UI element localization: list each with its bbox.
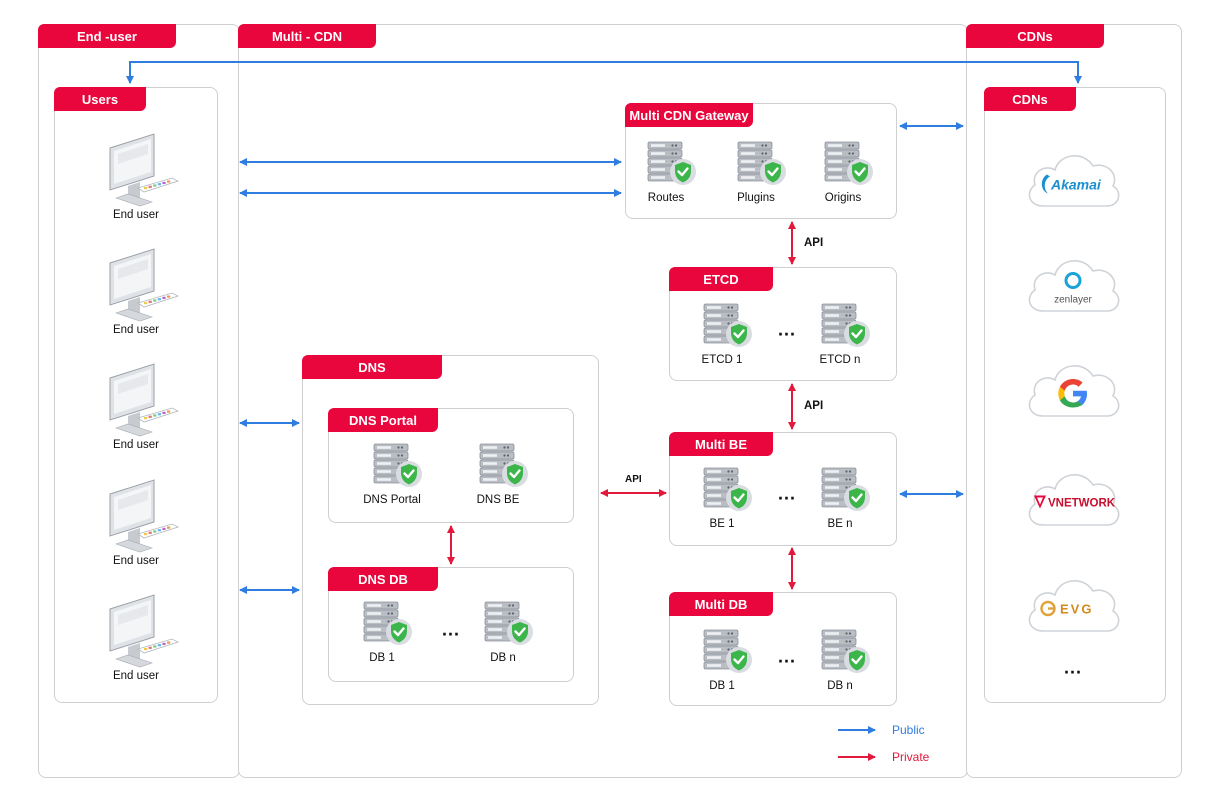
be-n-server-icon <box>820 466 874 521</box>
dns-be-label: DNS BE <box>476 494 520 506</box>
end-user-label: End user <box>112 324 160 336</box>
google-logo-text: G <box>1073 412 1074 414</box>
dns-db-n-label: DB n <box>490 652 516 664</box>
cdn-cloud-evg: EVG <box>1023 565 1123 641</box>
origins-label: Origins <box>824 192 862 204</box>
cdn-logo-vnetwork: VNETWORK <box>1031 490 1116 521</box>
etcd-ellipsis: ... <box>777 319 797 340</box>
end-user-section-tab: End -user <box>38 24 176 48</box>
dns-db-panel-tab: DNS DB <box>328 567 438 591</box>
etcd-panel-tab: ETCD <box>669 267 773 291</box>
users-panel-tab: Users <box>54 87 146 111</box>
be-1-label: BE 1 <box>709 518 735 530</box>
dns-db-1-label: DB 1 <box>369 652 395 664</box>
dns-db-ellipsis: ... <box>441 619 461 640</box>
akamai-logo-text: Akamai <box>1050 177 1102 193</box>
legend-public-label: Public <box>892 723 925 737</box>
cdn-cloud-g: G <box>1023 350 1123 426</box>
cdn-cloud-akamai: Akamai <box>1023 140 1123 216</box>
api-label-etcd-be: API <box>804 400 824 412</box>
multi-db-ellipsis: ... <box>777 646 797 667</box>
multi-be-panel-tab: Multi BE <box>669 432 773 456</box>
multi-db-1-label: DB 1 <box>709 680 735 692</box>
end-user-label: End user <box>112 209 160 221</box>
cdns-section-tab: CDNs <box>966 24 1104 48</box>
multi-db-panel-tab: Multi DB <box>669 592 773 616</box>
multi-db-n-label: DB n <box>827 680 853 692</box>
end-user-label: End user <box>112 555 160 567</box>
gateway-panel-tab: Multi CDN Gateway <box>625 103 753 127</box>
be-ellipsis: ... <box>777 483 797 504</box>
routes-server-icon <box>646 140 700 195</box>
origins-server-icon <box>823 140 877 195</box>
vnetwork-logo-text: VNETWORK <box>1048 498 1115 510</box>
end-user-computer-icon <box>94 478 180 561</box>
end-user-computer-icon <box>94 247 180 330</box>
cdn-more-ellipsis: ... <box>1063 657 1083 678</box>
zenlayer-logo-text: zenlayer <box>1054 295 1092 306</box>
multi-db-n-server-icon <box>820 628 874 683</box>
api-label-gateway-etcd: API <box>804 237 824 249</box>
plugins-label: Plugins <box>737 192 775 204</box>
dns-be-server-icon <box>478 442 532 497</box>
dns-db-n-server-icon <box>483 600 537 655</box>
dns-portal-panel-tab: DNS Portal <box>328 408 438 432</box>
multi-db-1-server-icon <box>702 628 756 683</box>
end-user-label: End user <box>112 439 160 451</box>
plugins-server-icon <box>736 140 790 195</box>
api-label-dns-be: API <box>625 474 642 485</box>
cdn-logo-g: G <box>1053 374 1093 419</box>
be-1-server-icon <box>702 466 756 521</box>
end-user-label: End user <box>112 670 160 682</box>
etcd-1-server-icon <box>702 302 756 357</box>
etcd-n-server-icon <box>820 302 874 357</box>
end-user-computer-icon <box>94 132 180 215</box>
be-n-label: BE n <box>827 518 853 530</box>
end-user-computer-icon <box>94 593 180 676</box>
dns-panel-tab: DNS <box>302 355 442 379</box>
evg-logo-text: EVG <box>1060 602 1093 617</box>
cdn-logo-evg: EVG <box>1038 596 1108 627</box>
cdns-panel-tab: CDNs <box>984 87 1076 111</box>
etcd-n-label: ETCD n <box>819 354 861 366</box>
cdn-logo-zenlayer: zenlayer <box>1038 269 1108 314</box>
routes-label: Routes <box>647 192 685 204</box>
multi-cdn-section-tab: Multi - CDN <box>238 24 376 48</box>
cdn-logo-akamai: Akamai <box>1038 171 1108 202</box>
end-user-computer-icon <box>94 362 180 445</box>
dns-portal-server-icon <box>372 442 426 497</box>
cdn-cloud-vnetwork: VNETWORK <box>1023 459 1123 535</box>
dns-portal-label: DNS Portal <box>363 494 421 506</box>
legend-private-label: Private <box>892 750 930 764</box>
etcd-1-label: ETCD 1 <box>701 354 743 366</box>
dns-db-1-server-icon <box>362 600 416 655</box>
cdn-cloud-zenlayer: zenlayer <box>1023 245 1123 321</box>
